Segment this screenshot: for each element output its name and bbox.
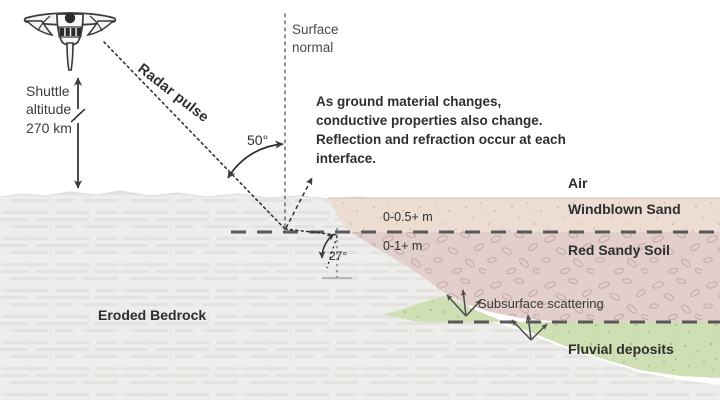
note-line-2: conductive properties also change. — [316, 113, 543, 129]
altitude-line-2: altitude — [26, 101, 72, 118]
layer-fluvial-deposits — [320, 296, 720, 378]
shuttle-altitude-arrow — [70, 77, 86, 189]
surface-normal-line-2: normal — [292, 39, 334, 55]
incidence-angle-label: 50° — [247, 132, 269, 148]
incidence-angle-arc — [227, 140, 284, 179]
thickness-label-windblown-sand: 0-0.5+ m — [383, 210, 433, 224]
note-line-1: As ground material changes, — [316, 94, 502, 109]
layer-label-air: Air — [568, 175, 588, 191]
explanatory-note: As ground material changes, conductive pr… — [316, 92, 566, 169]
layer-label-windblown-sand: Windblown Sand — [568, 201, 681, 217]
note-line-3: Reflection and refraction occur at each — [316, 132, 566, 148]
ground-layers — [0, 190, 720, 400]
subsurface-scattering-label: Subsurface scattering — [478, 296, 604, 311]
thickness-label-red-sandy-soil: 0-1+ m — [383, 239, 423, 253]
layer-label-eroded-bedrock: Eroded Bedrock — [98, 307, 207, 323]
bedrock-front-wedge — [0, 305, 720, 400]
refraction-angle-label: 27° — [329, 249, 348, 263]
scatter-arrows-fluvial-interface — [511, 314, 548, 341]
altitude-line-3: 270 km — [26, 119, 72, 136]
reflected-ray — [285, 177, 313, 229]
surface-normal-line-1: Surface — [292, 22, 339, 37]
radar-beam-incident — [103, 41, 286, 230]
altitude-line-1: Shuttle — [26, 83, 70, 99]
layer-windblown-sand — [328, 198, 720, 232]
layer-label-fluvial-deposits: Fluvial deposits — [568, 341, 674, 357]
scatter-arrows-bedrock-interface — [446, 289, 482, 317]
refraction-angle-27 — [318, 228, 352, 279]
surface-normal-label: Surface normal — [292, 21, 339, 57]
space-shuttle-icon — [23, 12, 117, 71]
layer-label-red-sandy-soil: Red Sandy Soil — [568, 242, 670, 258]
note-line-4: interface. — [316, 151, 377, 167]
layer-red-sandy-soil — [350, 232, 720, 322]
